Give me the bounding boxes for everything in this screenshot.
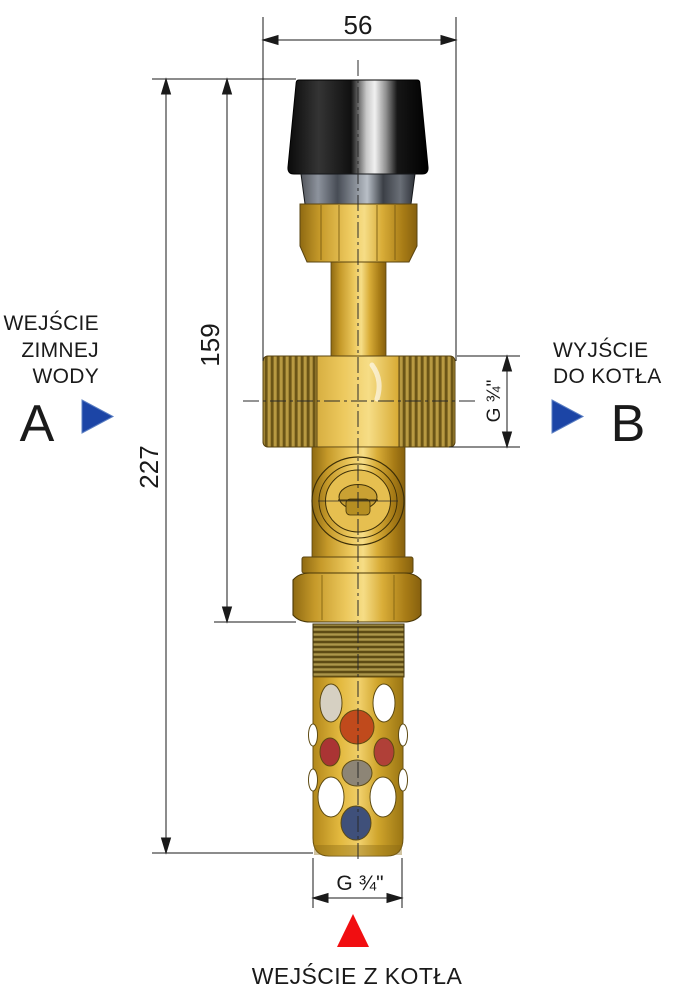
dimension-lines [152, 17, 520, 908]
cold-inlet-line2: ZIMNEJ [21, 339, 99, 362]
thermo-element-grey [341, 759, 373, 787]
boiler-outlet-line2: DO KOTŁA [553, 365, 662, 388]
boiler-outlet-line1: WYJŚCIE [553, 338, 648, 362]
thermo-element-red-right [373, 737, 395, 767]
strainer-holes [308, 683, 408, 841]
flow-arrow-b-icon [551, 399, 585, 434]
tee-highlight [369, 362, 382, 402]
cold-inlet-line1: WEJŚCIE [4, 311, 99, 335]
flow-arrow-a-icon [81, 399, 115, 434]
thermo-element-red-left [319, 737, 341, 767]
bonnet-facet-lines [320, 205, 396, 261]
union-nut-facets [321, 575, 395, 620]
dim-bottom-port [311, 858, 404, 908]
thermo-element-orange [339, 709, 375, 745]
cold-water-inlet-label: WEJŚCIE ZIMNEJ WODY A [4, 311, 115, 453]
centerlines [243, 60, 478, 862]
port-b-letter: B [611, 395, 646, 453]
dim-heights-left [152, 77, 313, 855]
boiler-inlet-text: WEJŚCIE Z KOTŁA [252, 962, 463, 989]
cold-inlet-line3: WODY [32, 365, 99, 388]
dim-top-width [261, 17, 458, 361]
dim-value-159: 159 [195, 323, 225, 366]
union-nut-hex [292, 572, 422, 623]
flow-arrow-bottom-icon [337, 914, 369, 947]
valve-body [262, 79, 456, 857]
dim-value-bottom-thread: G ¾" [336, 872, 383, 895]
dim-side-port [449, 354, 520, 449]
boiler-inlet-label: WEJŚCIE Z KOTŁA [252, 914, 463, 989]
dim-value-side-thread: G ¾" [484, 380, 505, 423]
dim-value-56: 56 [344, 10, 373, 40]
port-a-letter: A [20, 395, 55, 453]
thermo-element-blue [340, 805, 372, 841]
dim-value-227: 227 [134, 445, 164, 488]
boiler-outlet-label: WYJŚCIE DO KOTŁA B [551, 338, 662, 453]
